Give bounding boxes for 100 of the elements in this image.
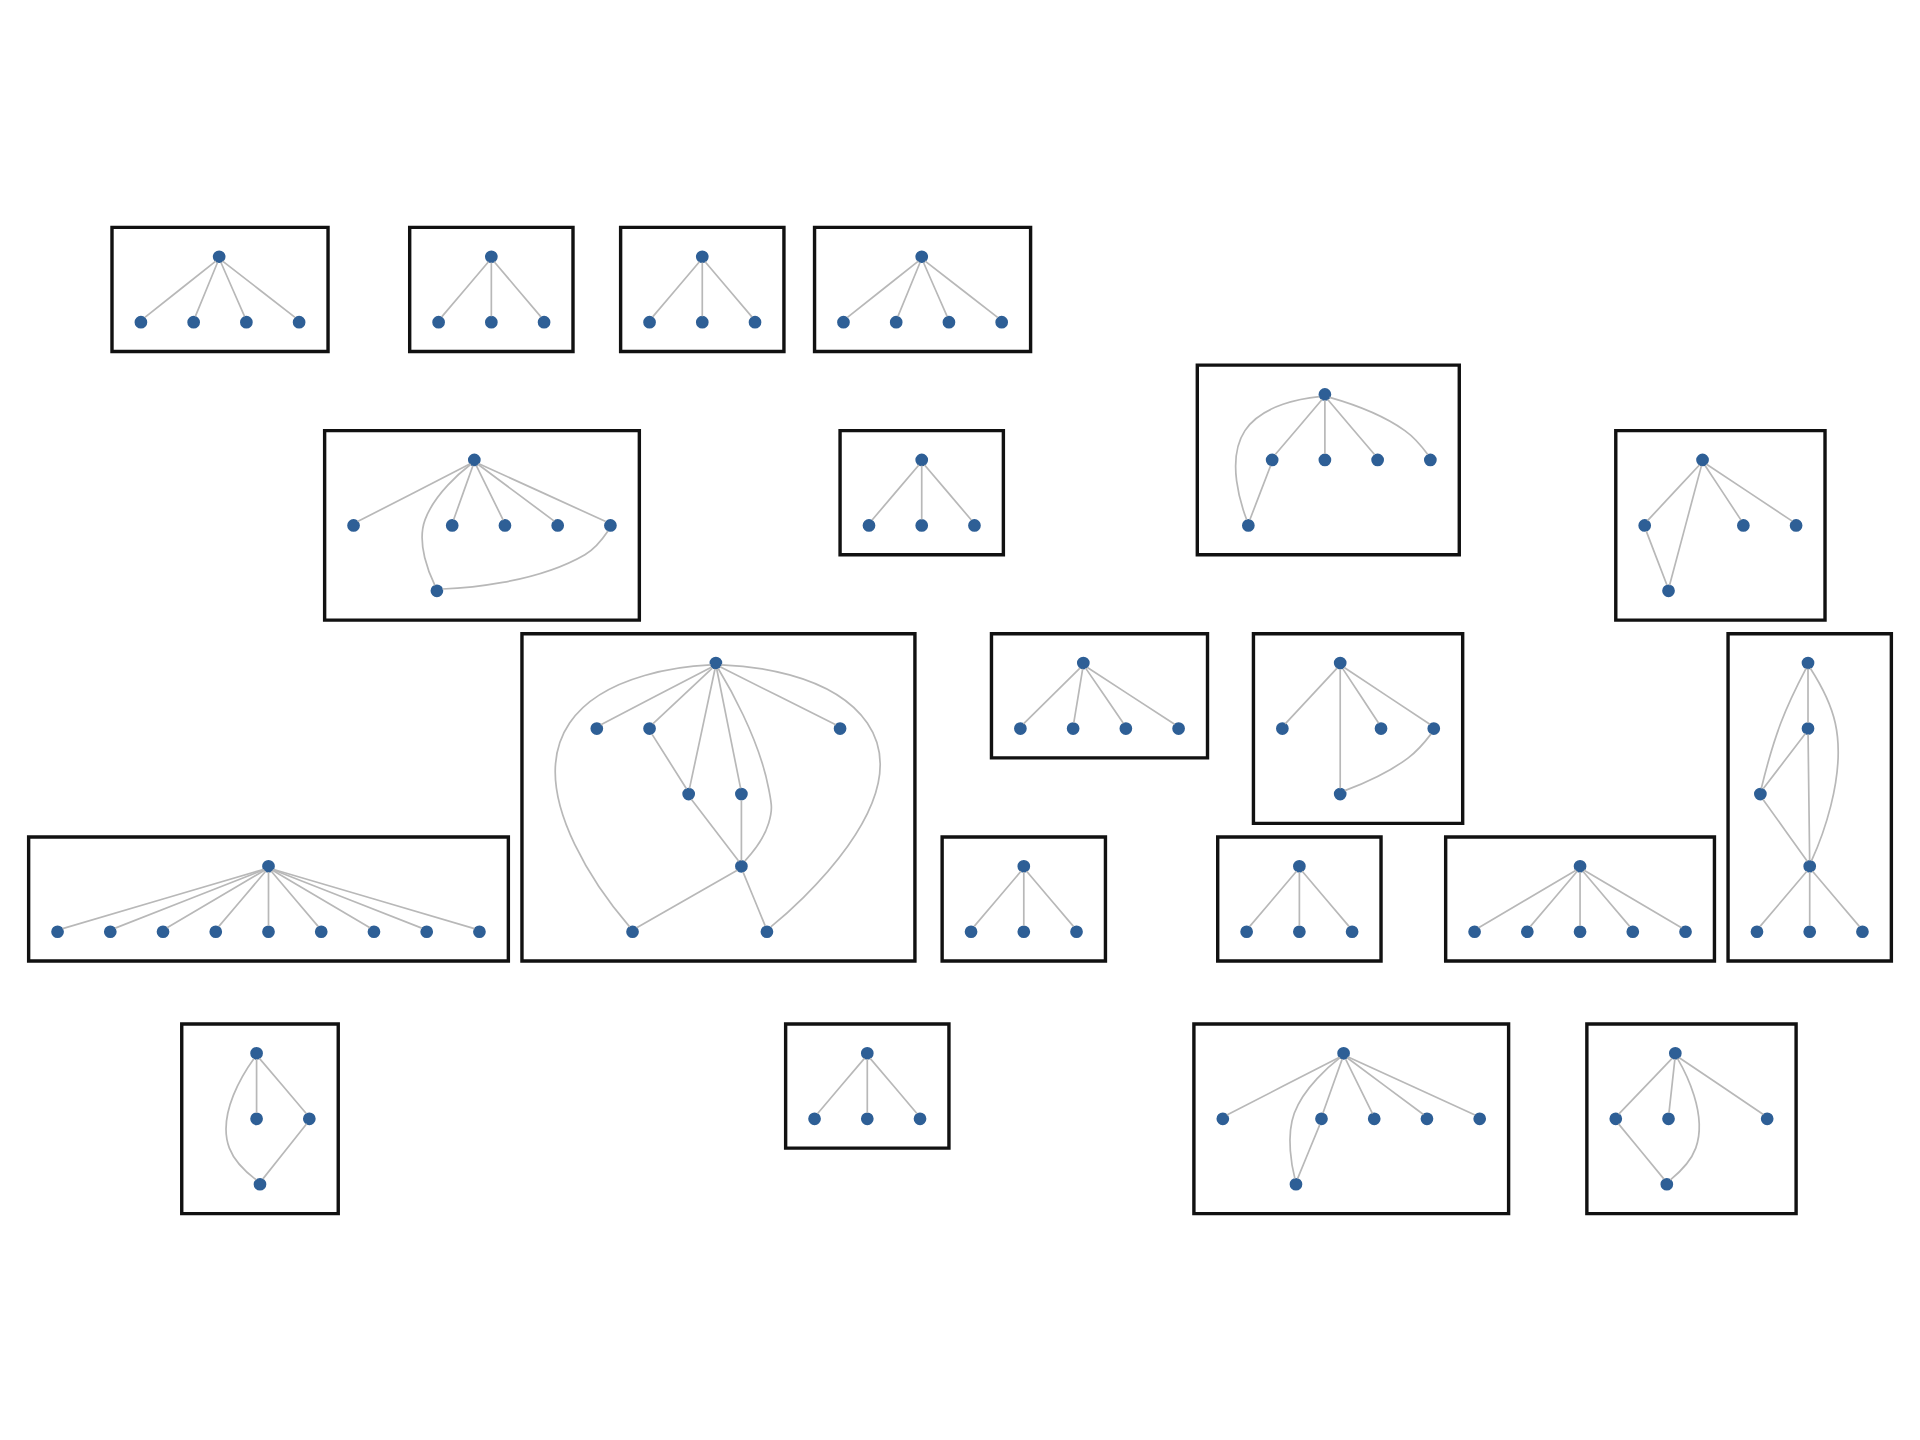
connector bbox=[1347, 1055, 1476, 1116]
node-circle bbox=[1293, 924, 1306, 938]
node-circle bbox=[1520, 924, 1534, 938]
node-circle bbox=[1420, 1111, 1434, 1125]
cluster bbox=[520, 631, 917, 963]
node-circle bbox=[484, 249, 498, 263]
node-circle bbox=[1172, 721, 1185, 735]
node-circle bbox=[1242, 518, 1255, 532]
connector bbox=[1678, 1056, 1765, 1115]
connector bbox=[1274, 398, 1323, 455]
node-circle bbox=[1070, 924, 1083, 938]
connector bbox=[1668, 464, 1703, 586]
node-circle bbox=[1803, 859, 1817, 873]
node-circle bbox=[833, 721, 847, 735]
node-circle bbox=[682, 787, 696, 800]
node-circle bbox=[212, 249, 226, 263]
cluster bbox=[110, 225, 330, 353]
connector bbox=[1339, 667, 1342, 789]
node-circle bbox=[1017, 924, 1031, 938]
connector bbox=[1342, 667, 1380, 724]
connector bbox=[1298, 870, 1301, 927]
node-circle bbox=[626, 924, 639, 938]
node-circle bbox=[1367, 1111, 1381, 1125]
node-circle bbox=[103, 924, 117, 938]
connector bbox=[635, 869, 739, 929]
node-circle bbox=[1750, 924, 1764, 938]
node-circle bbox=[156, 924, 170, 938]
cluster bbox=[26, 834, 511, 963]
node-circle bbox=[1076, 656, 1090, 669]
connector bbox=[1346, 1056, 1425, 1115]
node-circle bbox=[968, 518, 981, 532]
node-circle bbox=[1662, 584, 1675, 597]
connector bbox=[1705, 462, 1794, 522]
connector bbox=[1328, 396, 1429, 455]
cluster bbox=[783, 1021, 951, 1150]
connector bbox=[1343, 732, 1432, 791]
connector bbox=[1249, 464, 1272, 520]
node-circle bbox=[735, 859, 748, 873]
node-circle bbox=[1240, 924, 1253, 938]
connector bbox=[1645, 529, 1668, 586]
connector bbox=[742, 870, 767, 927]
cluster bbox=[408, 225, 575, 353]
connector bbox=[651, 666, 714, 725]
connector bbox=[1226, 1056, 1340, 1116]
node-circle bbox=[1662, 1111, 1675, 1125]
node-circle bbox=[915, 518, 929, 532]
connector bbox=[1344, 1057, 1374, 1114]
node-circle bbox=[1371, 453, 1384, 466]
node-circle bbox=[1337, 1046, 1350, 1060]
node-circle bbox=[1638, 518, 1652, 532]
node-circle bbox=[420, 924, 434, 938]
node-circle bbox=[735, 787, 748, 800]
node-circle bbox=[695, 249, 709, 263]
connector bbox=[1324, 398, 1326, 455]
node-circle bbox=[1737, 518, 1750, 532]
node-circle bbox=[262, 859, 275, 873]
connector bbox=[866, 1057, 869, 1114]
connector bbox=[1704, 464, 1742, 521]
node-circle bbox=[1626, 924, 1640, 938]
connector bbox=[255, 1057, 258, 1114]
node-circle bbox=[432, 315, 445, 329]
connector bbox=[1617, 1057, 1673, 1115]
node-circle bbox=[1696, 453, 1709, 466]
node-circle bbox=[1345, 924, 1359, 938]
connector bbox=[475, 464, 505, 521]
node-circle bbox=[1668, 1046, 1682, 1060]
cluster bbox=[180, 1021, 340, 1215]
connector bbox=[1579, 870, 1581, 927]
cluster bbox=[1443, 834, 1717, 963]
connector bbox=[920, 464, 923, 520]
node-circle bbox=[1216, 1111, 1230, 1125]
connector bbox=[1668, 1057, 1676, 1114]
connector bbox=[651, 733, 688, 790]
cluster bbox=[322, 428, 642, 622]
node-circle bbox=[1573, 924, 1587, 938]
cluster bbox=[618, 225, 786, 353]
connector bbox=[166, 869, 266, 929]
node-circle bbox=[860, 1046, 874, 1060]
connector bbox=[271, 869, 371, 929]
node-circle bbox=[604, 518, 617, 532]
connector bbox=[262, 1122, 308, 1180]
connector bbox=[715, 667, 742, 789]
node-circle bbox=[292, 315, 306, 329]
node-circle bbox=[250, 1046, 263, 1060]
node-circle bbox=[590, 721, 604, 735]
node-circle bbox=[1801, 721, 1815, 735]
node-circle bbox=[995, 315, 1009, 329]
connector bbox=[1296, 1123, 1321, 1179]
cluster bbox=[1726, 631, 1894, 963]
node-circle bbox=[302, 1111, 316, 1125]
node-circle bbox=[367, 924, 381, 938]
node-circle bbox=[1318, 387, 1332, 401]
connector bbox=[717, 667, 773, 862]
connector bbox=[922, 261, 948, 317]
connector bbox=[225, 1057, 258, 1181]
node-circle bbox=[1424, 453, 1437, 466]
connector bbox=[1807, 667, 1809, 724]
node-circle bbox=[1293, 859, 1306, 873]
node-circle bbox=[1265, 453, 1279, 466]
connector bbox=[267, 870, 270, 927]
